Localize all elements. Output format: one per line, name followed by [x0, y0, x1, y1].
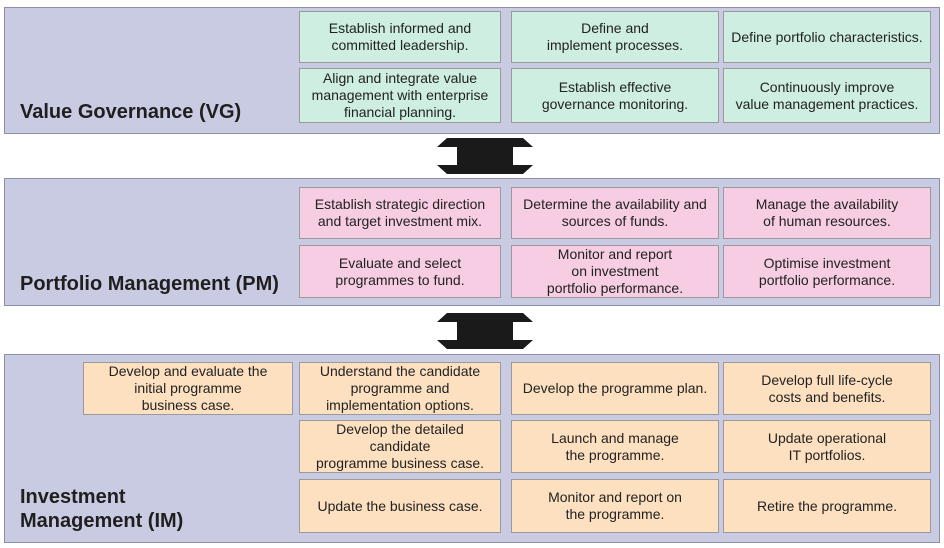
- im-cell-update-portfolios: Update operational IT portfolios.: [723, 420, 931, 473]
- vg-cell-leadership: Establish informed and committed leaders…: [299, 11, 501, 63]
- vg-cell-governance-monitoring: Establish effective governance monitorin…: [511, 68, 719, 123]
- pm-cell-strategic-direction: Establish strategic direction and target…: [299, 187, 501, 239]
- pm-cell-optimise: Optimise investment portfolio performanc…: [723, 245, 931, 298]
- vg-cell-processes: Define and implement processes.: [511, 11, 719, 63]
- pm-cell-monitor-report: Monitor and report on investment portfol…: [511, 245, 719, 298]
- vg-cell-financial-planning: Align and integrate value management wit…: [299, 68, 501, 123]
- im-cell-launch-manage: Launch and manage the programme.: [511, 420, 719, 473]
- im-cell-candidate-programme: Understand the candidate programme and i…: [299, 362, 501, 415]
- vg-cell-characteristics: Define portfolio characteristics.: [723, 11, 931, 63]
- im-cell-update-business-case: Update the business case.: [299, 479, 501, 533]
- pm-title: Portfolio Management (PM): [20, 273, 279, 295]
- double-arrow-icon: [437, 138, 533, 174]
- im-cell-retire-programme: Retire the programme.: [723, 479, 931, 533]
- im-cell-life-cycle-costs: Develop full life-cycle costs and benefi…: [723, 362, 931, 415]
- im-title: Investment Management (IM): [20, 486, 184, 532]
- vg-cell-improve-practices: Continuously improve value management pr…: [723, 68, 931, 123]
- pm-cell-select-programmes: Evaluate and select programmes to fund.: [299, 245, 501, 298]
- double-arrow-icon: [437, 313, 533, 349]
- pm-cell-funds: Determine the availability and sources o…: [511, 187, 719, 239]
- im-cell-initial-business-case: Develop and evaluate the initial program…: [83, 362, 293, 415]
- im-cell-detailed-business-case: Develop the detailed candidate programme…: [299, 420, 501, 473]
- pm-cell-human-resources: Manage the availability of human resourc…: [723, 187, 931, 239]
- im-cell-monitor-programme: Monitor and report on the programme.: [511, 479, 719, 533]
- im-cell-programme-plan: Develop the programme plan.: [511, 362, 719, 415]
- vg-title: Value Governance (VG): [20, 101, 242, 123]
